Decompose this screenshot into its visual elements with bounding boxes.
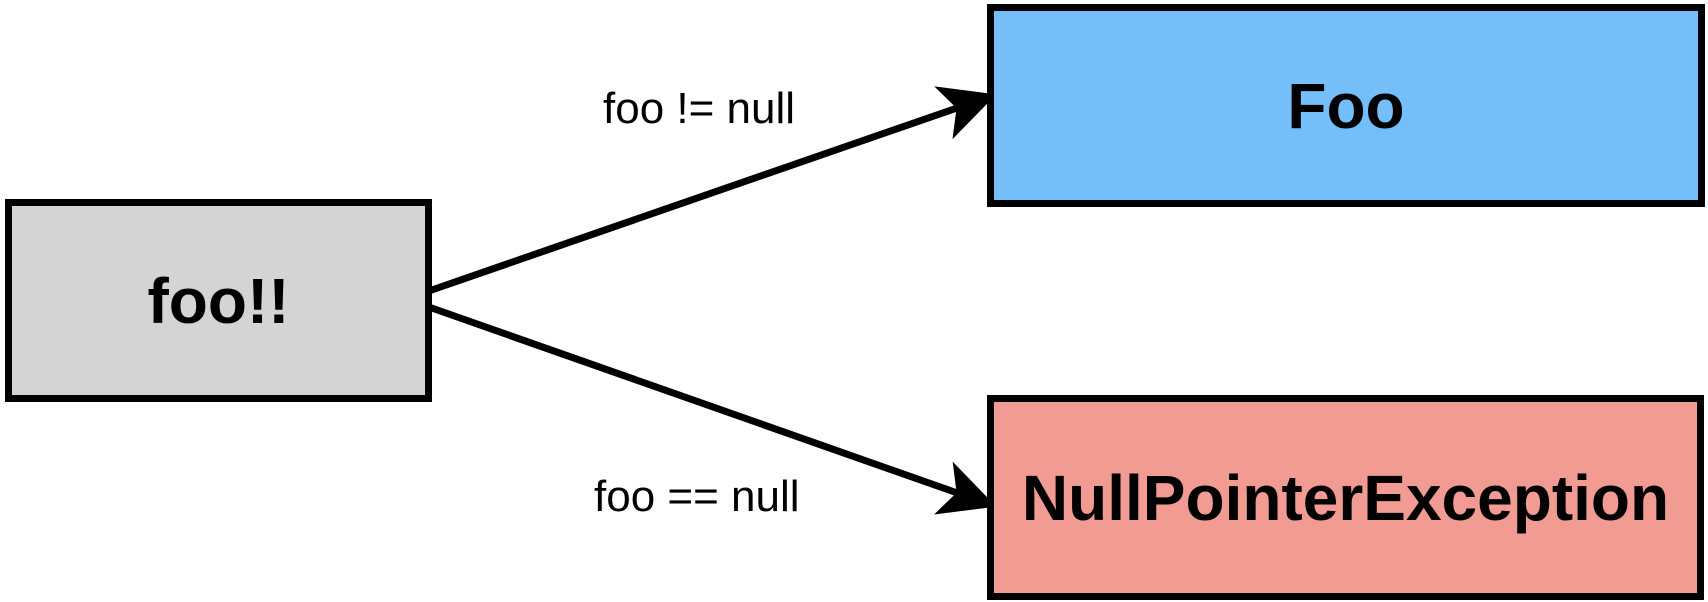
source-node-label: foo!!: [147, 264, 290, 337]
null-pointer-exception-node: NullPointerException: [987, 395, 1704, 600]
source-node: foo!!: [5, 199, 432, 402]
edge-label-not-null: foo != null: [603, 84, 796, 133]
edge-label-is-null: foo == null: [594, 472, 800, 521]
foo-node-label: Foo: [1287, 69, 1405, 142]
null-pointer-exception-node-label: NullPointerException: [1021, 461, 1670, 534]
foo-node: Foo: [987, 4, 1705, 207]
